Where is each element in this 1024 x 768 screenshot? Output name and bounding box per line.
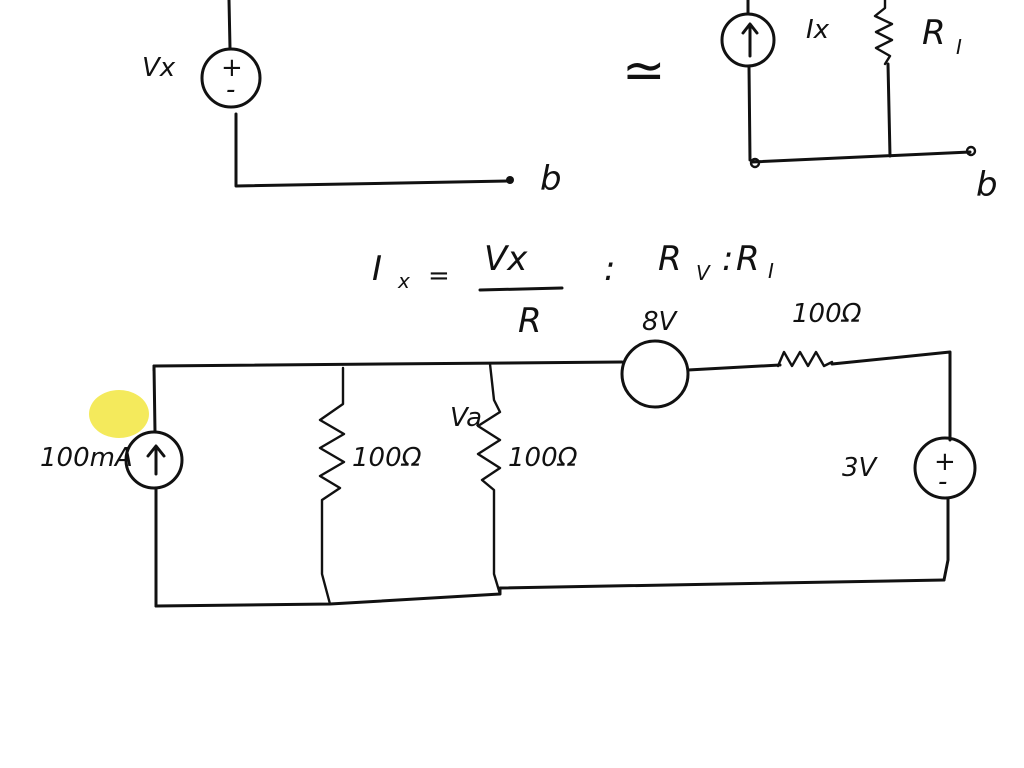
- current-source-wire-top: [152, 364, 157, 434]
- resistor-2-label: 100Ω: [508, 443, 578, 473]
- top-left-circuit: + - Vx b: [142, 0, 562, 199]
- top-left-terminal-b-dot: [506, 176, 514, 184]
- bottom-current-source-icon: [124, 430, 184, 490]
- top-right-terminal-b-dot: [965, 145, 977, 157]
- equation-lhs: I: [372, 249, 382, 289]
- right-source-plus: +: [934, 447, 956, 477]
- right-source-wire-bottom: [942, 496, 950, 582]
- fraction-bar: [478, 286, 564, 292]
- bottom-wire-top-mid: [686, 363, 782, 372]
- top-right-resistor-subscript: I: [956, 35, 962, 59]
- series-resistor-icon: [776, 350, 834, 368]
- bottom-current-arrow-icon: [146, 444, 166, 476]
- equation-row: I x = Vx R : R V : R I: [372, 239, 774, 341]
- equivalence-symbol: ≃: [622, 41, 666, 101]
- bottom-circuit: 100mA 100Ω Va 100Ω 8V 100Ω + - 3V: [40, 299, 977, 608]
- equation-denominator: R: [518, 301, 542, 341]
- highlight-mark: [89, 390, 149, 438]
- right-source-minus: -: [938, 467, 947, 497]
- top-voltage-source-icon: [620, 339, 690, 409]
- top-right-current-source-icon: [720, 12, 776, 68]
- resistor-1-icon: [318, 366, 346, 606]
- equation-numerator: Vx: [484, 239, 528, 279]
- right-voltage-source-icon: [913, 436, 977, 500]
- bottom-wire-top-left: [152, 360, 624, 372]
- top-left-wire-bottom: [234, 112, 510, 188]
- bottom-wire-bottom: [154, 578, 946, 608]
- top-right-resistor-icon: [873, 0, 894, 66]
- series-resistor-label: 100Ω: [792, 299, 862, 329]
- node-label: Va: [450, 403, 482, 433]
- current-arrow-up-icon: [741, 22, 759, 58]
- top-left-wire-top: [227, 0, 232, 50]
- top-left-source-label: Vx: [142, 53, 176, 83]
- top-right-resistor-label: R: [922, 13, 946, 53]
- current-source-label: 100mA: [40, 443, 133, 473]
- equation-rhs-left: R: [658, 239, 682, 279]
- bottom-wire-top-right: [830, 350, 952, 442]
- resistor-1-label: 100Ω: [352, 443, 422, 473]
- top-right-terminal-a-dot: [749, 157, 761, 169]
- resistor-2-icon: [476, 362, 502, 596]
- top-right-wire-bottom: [750, 150, 972, 164]
- voltage-source-top-label: 8V: [642, 307, 679, 337]
- top-right-wire-mid: [886, 62, 892, 158]
- top-right-circuit: Ix R I b: [720, 0, 998, 205]
- equation-lhs-sub: x: [397, 269, 410, 293]
- top-right-current-label: Ix: [806, 15, 830, 45]
- top-left-source-minus: -: [226, 75, 235, 105]
- top-left-terminal-b: b: [540, 159, 562, 199]
- equation-rhs-left-sub: V: [696, 261, 711, 285]
- equation-rhs-right-sub: I: [768, 259, 774, 283]
- equation-rhs-colon: :: [722, 239, 733, 279]
- top-right-terminal-b: b: [976, 165, 998, 205]
- equation-rhs-right: R: [736, 239, 760, 279]
- top-right-wire-left: [747, 64, 752, 162]
- equation-equals: =: [428, 261, 450, 291]
- equation-separator: :: [604, 249, 615, 289]
- voltage-source-right-label: 3V: [842, 453, 879, 483]
- top-left-voltage-source-icon: [200, 47, 262, 109]
- top-left-source-plus: +: [221, 53, 243, 83]
